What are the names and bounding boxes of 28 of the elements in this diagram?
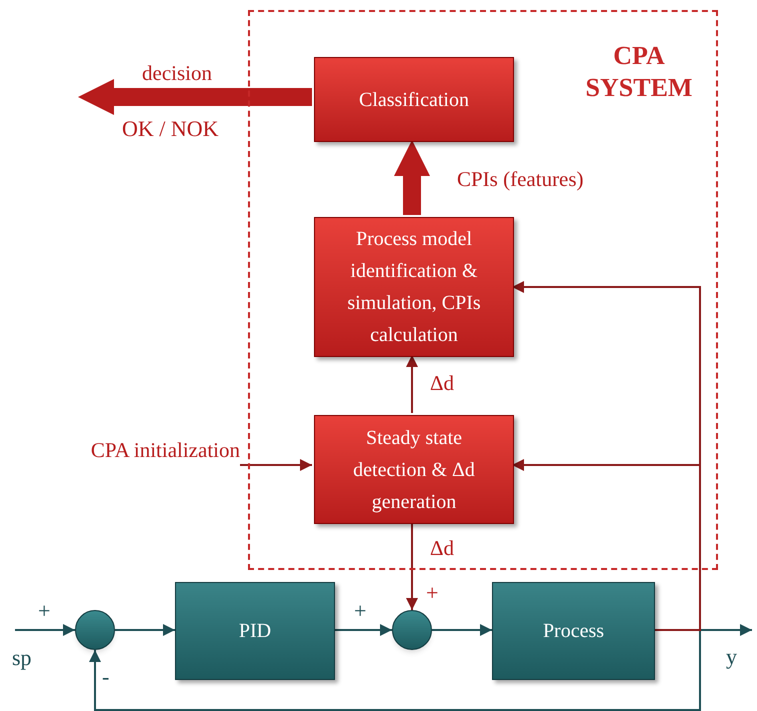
signal-label: sp — [12, 645, 32, 671]
system-boundary — [248, 10, 718, 570]
thick-arrow — [394, 140, 430, 215]
process-box: Process model identification & simulation, CPIs calculation — [314, 217, 514, 357]
signal-label: + — [38, 598, 50, 624]
system-title: CPA SYSTEM — [584, 40, 694, 104]
signal-label: + — [354, 598, 366, 624]
signal-label: OK / NOK — [122, 116, 219, 142]
signal-label: - — [102, 664, 110, 690]
block-box: PID — [175, 582, 335, 680]
arrow — [15, 624, 75, 636]
summing-junction — [392, 610, 432, 650]
arrow — [115, 624, 175, 636]
block-box: Process — [492, 582, 655, 680]
signal-label: y — [726, 644, 737, 670]
input-label: CPA initialization — [30, 436, 240, 466]
arrow — [512, 459, 701, 631]
arrow — [240, 459, 312, 471]
arrow — [432, 624, 492, 636]
summing-junction — [75, 610, 115, 650]
arrow — [89, 629, 701, 711]
thick-arrow — [78, 79, 312, 115]
arrow — [406, 355, 418, 413]
arrow — [406, 522, 418, 610]
arrow — [335, 624, 392, 636]
signal-label: + — [426, 580, 438, 606]
process-box: Steady state detection & Δd generation — [314, 415, 514, 524]
process-box: Classification — [314, 57, 514, 142]
